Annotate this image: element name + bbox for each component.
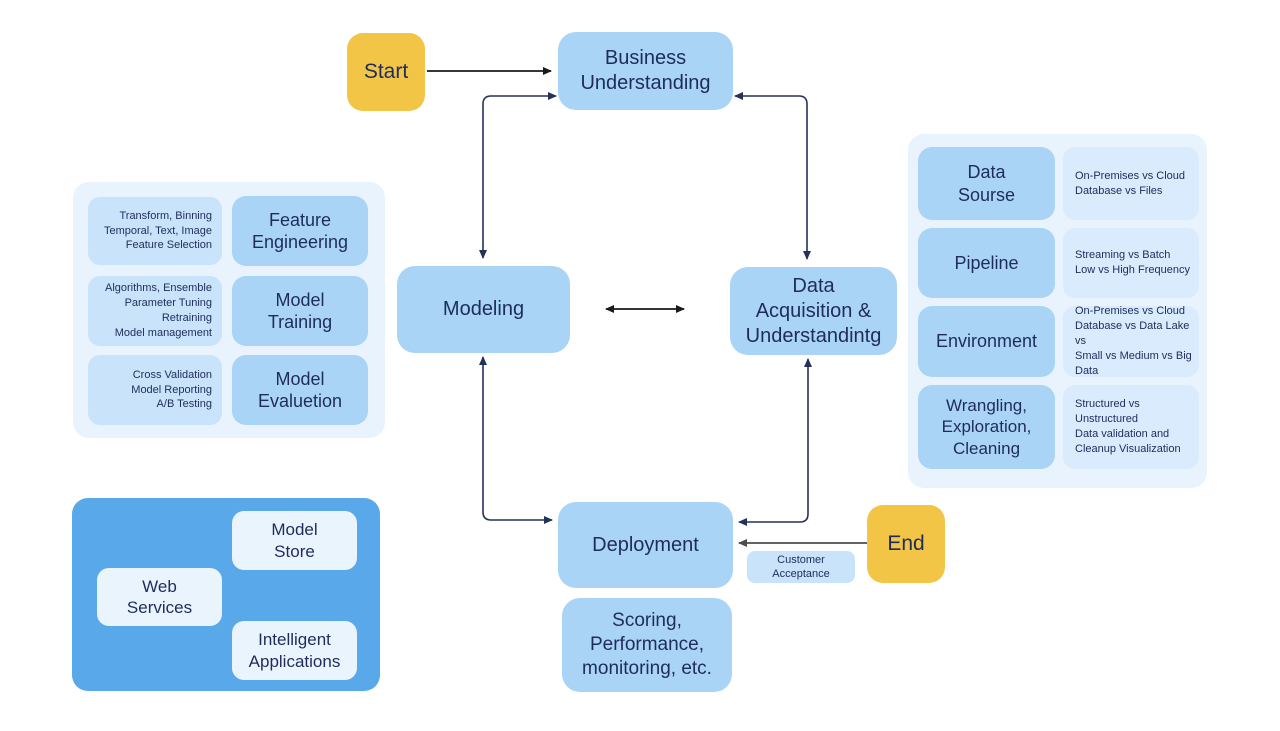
data-acquisition-node: Data Acquisition & Understandintg: [730, 267, 897, 355]
web-services-label: Web Services: [126, 576, 193, 617]
deployment-node: Deployment: [558, 502, 733, 588]
deployment-label: Deployment: [592, 533, 699, 556]
data-acquisition-label: Data Acquisition & Understandintg: [745, 274, 882, 347]
arrow-data-acquisition-deployment: [738, 358, 812, 526]
environment-node: Environment: [918, 306, 1055, 377]
arrow-modeling-deployment: [479, 356, 553, 524]
business-understanding-node: Business Understanding: [558, 32, 733, 110]
model-evaluation-node: Model Evaluetion: [232, 355, 368, 425]
feature-engineering-node: Feature Engineering: [232, 196, 368, 266]
start-label: Start: [363, 60, 409, 83]
model-training-label: Model Training: [267, 289, 333, 333]
data-source-label: Data Sourse: [957, 162, 1016, 205]
end-label: End: [887, 532, 925, 555]
model-evaluation-details-text: Cross Validation Model Reporting A/B Tes…: [131, 368, 212, 411]
end-node: End: [867, 505, 945, 583]
business-understanding-label: Business Understanding: [580, 47, 711, 94]
model-store-label: Model Store: [271, 520, 318, 561]
model-store-node: Model Store: [232, 511, 357, 570]
customer-acceptance-node: Customer Acceptance: [747, 551, 855, 583]
arrow-business-understanding-modeling: [479, 92, 557, 259]
environment-details-text: On-Premises vs Cloud Database vs Data La…: [1075, 305, 1192, 377]
pipeline-details: Streaming vs Batch Low vs High Frequency: [1063, 228, 1199, 298]
environment-label: Environment: [935, 331, 1038, 352]
modeling-label: Modeling: [442, 298, 525, 320]
web-services-node: Web Services: [97, 568, 222, 626]
wrangling-details: Structured vs Unstructured Data validati…: [1063, 385, 1199, 469]
model-training-node: Model Training: [232, 276, 368, 346]
model-evaluation-label: Model Evaluetion: [257, 368, 343, 412]
feature-engineering-details-text: Transform, Binning Temporal, Text, Image…: [103, 209, 212, 252]
modeling-node: Modeling: [397, 266, 570, 353]
feature-engineering-details: Transform, Binning Temporal, Text, Image…: [88, 197, 222, 265]
data-source-details-text: On-Premises vs Cloud Database vs Files: [1075, 169, 1186, 197]
scoring-node: Scoring, Performance, monitoring, etc.: [562, 598, 732, 692]
data-source-details: On-Premises vs Cloud Database vs Files: [1063, 147, 1199, 220]
wrangling-node: Wrangling, Exploration, Cleaning: [918, 385, 1055, 469]
feature-engineering-label: Feature Engineering: [251, 209, 349, 253]
pipeline-details-text: Streaming vs Batch Low vs High Frequency: [1075, 249, 1190, 276]
wrangling-label: Wrangling, Exploration, Cleaning: [941, 396, 1032, 458]
model-training-details: Algorithms, Ensemble Parameter Tuning Re…: [88, 276, 222, 346]
start-node: Start: [347, 33, 425, 111]
pipeline-label: Pipeline: [954, 252, 1019, 273]
wrangling-details-text: Structured vs Unstructured Data validati…: [1075, 398, 1181, 455]
model-evaluation-details: Cross Validation Model Reporting A/B Tes…: [88, 355, 222, 425]
customer-acceptance-label: Customer Acceptance: [772, 553, 830, 580]
environment-details: On-Premises vs Cloud Database vs Data La…: [1063, 305, 1199, 377]
model-training-details-text: Algorithms, Ensemble Parameter Tuning Re…: [105, 282, 212, 339]
pipeline-node: Pipeline: [918, 228, 1055, 298]
data-source-node: Data Sourse: [918, 147, 1055, 220]
intelligent-applications-label: Intelligent Applications: [248, 630, 341, 671]
scoring-label: Scoring, Performance, monitoring, etc.: [582, 610, 712, 679]
arrow-business-understanding-data-acquisition: [734, 92, 811, 260]
intelligent-applications-node: Intelligent Applications: [232, 621, 357, 680]
